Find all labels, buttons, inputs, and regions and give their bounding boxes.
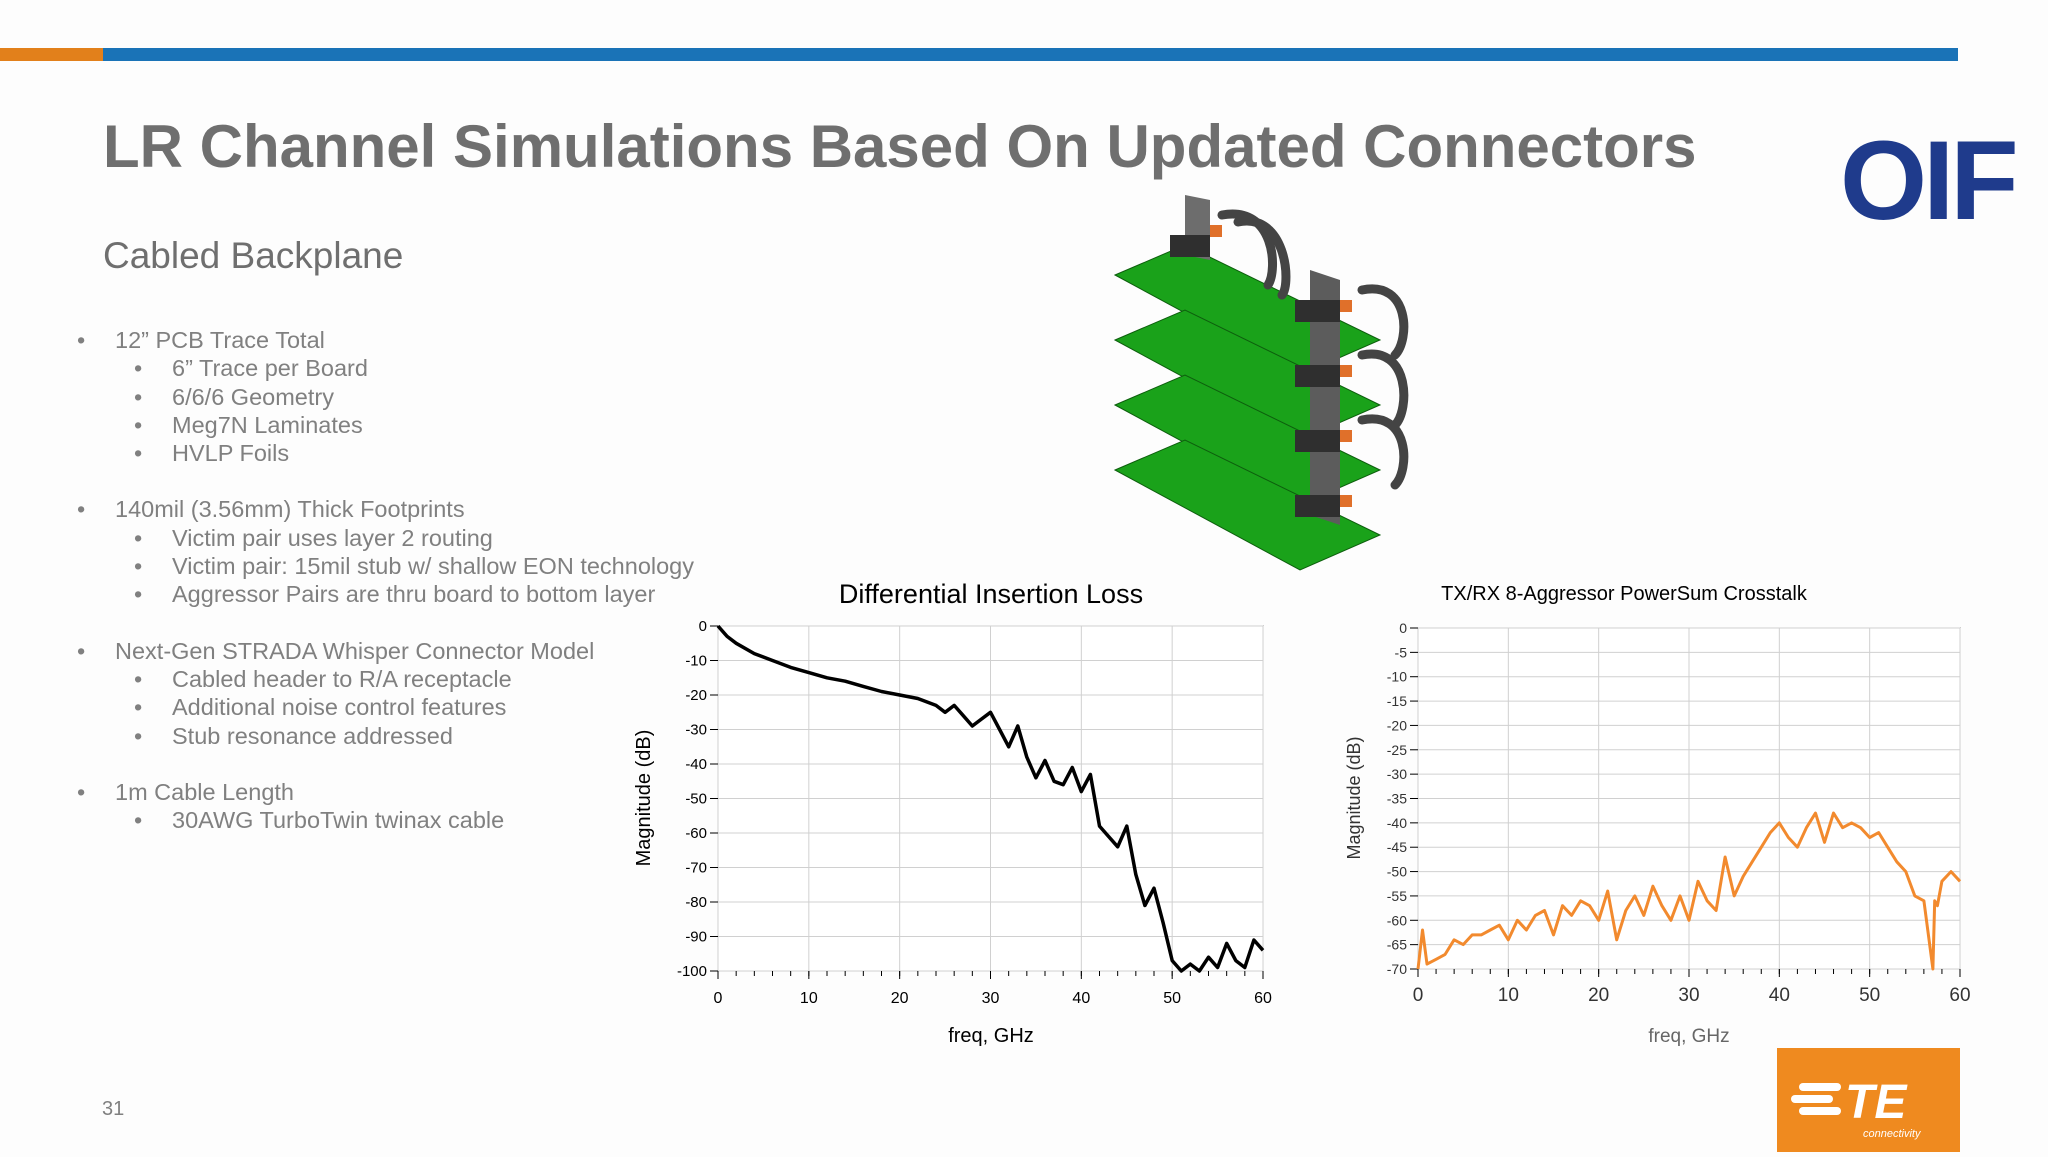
- sub-bullet-item: HVLP Foils: [75, 439, 715, 468]
- y-tick-label: -60: [1387, 912, 1407, 928]
- y-tick-label: -15: [1387, 693, 1407, 709]
- sub-bullet-item: 6” Trace per Board: [75, 354, 715, 383]
- bullet-item: 1m Cable Length: [75, 778, 715, 807]
- sub-bullet-item: Aggressor Pairs are thru board to bottom…: [75, 580, 715, 609]
- y-tick-label: -50: [1387, 864, 1407, 880]
- y-tick-label: -80: [685, 894, 707, 911]
- x-tick-label: 40: [1769, 985, 1790, 1006]
- x-tick-label: 40: [1072, 990, 1090, 1007]
- sub-bullet-item: Cabled header to R/A receptacle: [75, 665, 715, 694]
- x-tick-label: 50: [1859, 985, 1880, 1006]
- sub-bullet-item: Victim pair: 15mil stub w/ shallow EON t…: [75, 552, 715, 581]
- y-tick-label: -70: [685, 860, 707, 877]
- x-tick-label: 20: [1588, 985, 1609, 1006]
- x-tick-label: 0: [1413, 985, 1424, 1006]
- bullet-list: 12” PCB Trace Total 6” Trace per Board 6…: [75, 326, 715, 835]
- y-tick-label: -30: [685, 722, 707, 739]
- y-tick-label: -20: [685, 687, 707, 704]
- sub-bullet-item: Additional noise control features: [75, 693, 715, 722]
- y-tick-label: -10: [685, 653, 707, 670]
- y-tick-label: 0: [1399, 620, 1407, 636]
- y-axis-label: Magnitude (dB): [1344, 736, 1364, 859]
- oif-logo: OIF: [1840, 118, 2019, 243]
- accent-bar-blue: [103, 48, 1958, 61]
- y-tick-label: -20: [1387, 717, 1407, 733]
- y-tick-label: -25: [1387, 742, 1407, 758]
- page-number: 31: [102, 1098, 125, 1120]
- x-tick-label: 0: [714, 990, 723, 1007]
- te-logo-text: TE: [1845, 1076, 1908, 1129]
- sub-bullet-item: Victim pair uses layer 2 routing: [75, 524, 715, 553]
- x-tick-label: 20: [891, 990, 909, 1007]
- accent-bar-orange: [0, 48, 103, 61]
- bullet-item: Next-Gen STRADA Whisper Connector Model: [75, 637, 715, 666]
- y-tick-label: -35: [1387, 791, 1407, 807]
- x-tick-label: 10: [800, 990, 818, 1007]
- y-tick-label: -65: [1387, 937, 1407, 953]
- backplane-cables: [1217, 209, 1409, 490]
- insertion-loss-series: [716, 624, 1265, 973]
- x-axis-label: freq, GHz: [1648, 1026, 1729, 1047]
- slide-title: LR Channel Simulations Based On Updated …: [103, 113, 1697, 180]
- y-tick-label: -5: [1395, 644, 1408, 660]
- bullet-item: 140mil (3.56mm) Thick Footprints: [75, 495, 715, 524]
- x-tick-label: 60: [1254, 990, 1272, 1007]
- connector-housings: [1170, 195, 1352, 525]
- y-tick-label: 0: [699, 618, 707, 635]
- y-tick-label: -40: [1387, 815, 1407, 831]
- y-tick-label: -30: [1387, 766, 1407, 782]
- chart-title: TX/RX 8-Aggressor PowerSum Crosstalk: [1441, 583, 1808, 605]
- crosstalk-series: [1416, 811, 1962, 971]
- sub-bullet-item: Meg7N Laminates: [75, 411, 715, 440]
- y-tick-label: -55: [1387, 888, 1407, 904]
- y-tick-label: -90: [685, 929, 707, 946]
- sub-bullet-item: Stub resonance addressed: [75, 722, 715, 751]
- x-tick-label: 50: [1163, 990, 1181, 1007]
- chart-title: Differential Insertion Loss: [839, 579, 1143, 609]
- axes: 0 10 20 30 40 50 60 0 -5 -10 -15 -20 -25 -30 -35 -40 -45…: [1387, 620, 1971, 1006]
- slide-subtitle: Cabled Backplane: [103, 235, 404, 276]
- bullet-item: 12” PCB Trace Total: [75, 326, 715, 355]
- x-tick-label: 30: [1678, 985, 1699, 1006]
- te-logo-subtext: connectivity: [1863, 1128, 1922, 1140]
- y-tick-label: -60: [685, 825, 707, 842]
- y-tick-label: -50: [685, 791, 707, 808]
- sub-bullet-item: 6/6/6 Geometry: [75, 383, 715, 412]
- y-tick-label: -70: [1387, 961, 1407, 977]
- axes: 0 10 20 30 40 50 60 0 -10 -20 -30 -40 -50 -60 -70 -80 -9…: [677, 618, 1272, 1007]
- y-tick-label: -45: [1387, 839, 1407, 855]
- x-tick-label: 60: [1949, 985, 1970, 1006]
- y-tick-label: -40: [685, 756, 707, 773]
- x-tick-label: 30: [982, 990, 1000, 1007]
- y-tick-label: -100: [677, 963, 707, 980]
- y-tick-label: -10: [1387, 669, 1407, 685]
- y-axis-label: Magnitude (dB): [633, 730, 655, 867]
- sub-bullet-item: 30AWG TurboTwin twinax cable: [75, 806, 715, 835]
- x-axis-label: freq, GHz: [948, 1025, 1034, 1047]
- x-tick-label: 10: [1498, 985, 1519, 1006]
- te-connectivity-logo: TE connectivity: [1777, 1048, 1960, 1152]
